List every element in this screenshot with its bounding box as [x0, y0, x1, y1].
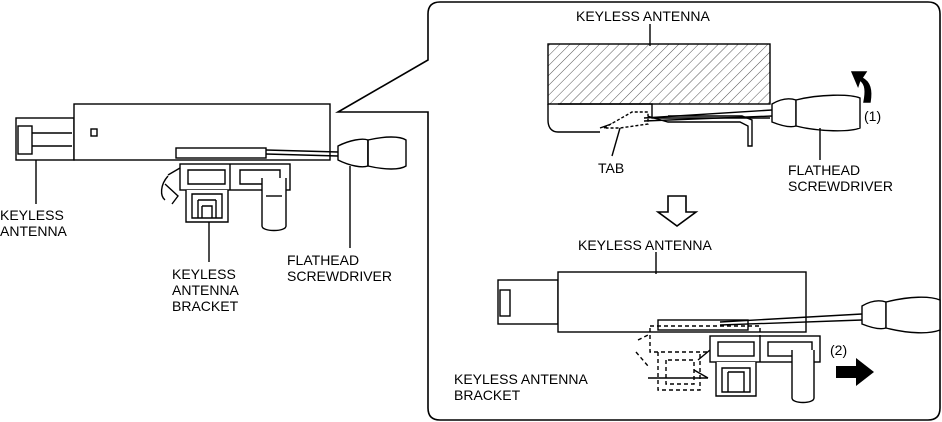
top-screwdriver-label-line2: SCREWDRIVER: [788, 178, 894, 194]
bottom-keyless-antenna-label: KEYLESS ANTENNA: [578, 237, 712, 253]
bottom-bracket-label-line1: KEYLESS ANTENNA: [454, 371, 588, 387]
step-2-label: (2): [830, 342, 847, 358]
left-assembly: [15, 103, 407, 262]
tab-label-text: TAB: [598, 160, 625, 176]
detail-top-panel: [547, 24, 872, 160]
step-1-label: (1): [864, 108, 881, 124]
tab-shape: [601, 111, 649, 129]
left-keyless-antenna-label-line2: ANTENNA: [0, 223, 67, 239]
right-arrow-icon: [836, 358, 874, 386]
left-bracket-label-line1: KEYLESS: [172, 266, 236, 282]
rotate-arrow-icon: [850, 71, 872, 103]
hatched-antenna: [547, 43, 771, 105]
tab-label: TAB: [598, 160, 624, 176]
top-screwdriver-label: FLATHEAD SCREWDRIVER: [788, 162, 893, 194]
top-keyless-antenna-label-text: KEYLESS ANTENNA: [576, 8, 710, 24]
left-keyless-antenna-label: KEYLESS ANTENNA: [0, 207, 67, 239]
left-screwdriver-label: FLATHEAD SCREWDRIVER: [287, 252, 392, 284]
detail-bottom-panel: [497, 252, 941, 404]
top-screwdriver-label-line1: FLATHEAD: [788, 162, 861, 178]
left-bracket-label-line2: ANTENNA: [172, 282, 239, 298]
step-2-label-text: (2): [830, 342, 848, 358]
left-screwdriver-label-line2: SCREWDRIVER: [287, 268, 393, 284]
left-bracket-label-line3: BRACKET: [172, 298, 239, 314]
step-1-label-text: (1): [864, 108, 882, 124]
left-keyless-antenna-label-line1: KEYLESS: [0, 207, 64, 223]
left-screwdriver-label-line1: FLATHEAD: [287, 252, 360, 268]
bottom-keyless-antenna-label-text: KEYLESS ANTENNA: [578, 237, 712, 253]
top-keyless-antenna-label: KEYLESS ANTENNA: [576, 8, 710, 24]
bottom-bracket-label-line2: BRACKET: [454, 387, 521, 403]
left-bracket-label: KEYLESS ANTENNA BRACKET: [172, 266, 239, 314]
left-screwdriver: [265, 136, 407, 170]
left-bracket: [160, 163, 291, 232]
bottom-bracket-label: KEYLESS ANTENNA BRACKET: [454, 371, 588, 403]
down-arrow-icon: [655, 195, 699, 227]
